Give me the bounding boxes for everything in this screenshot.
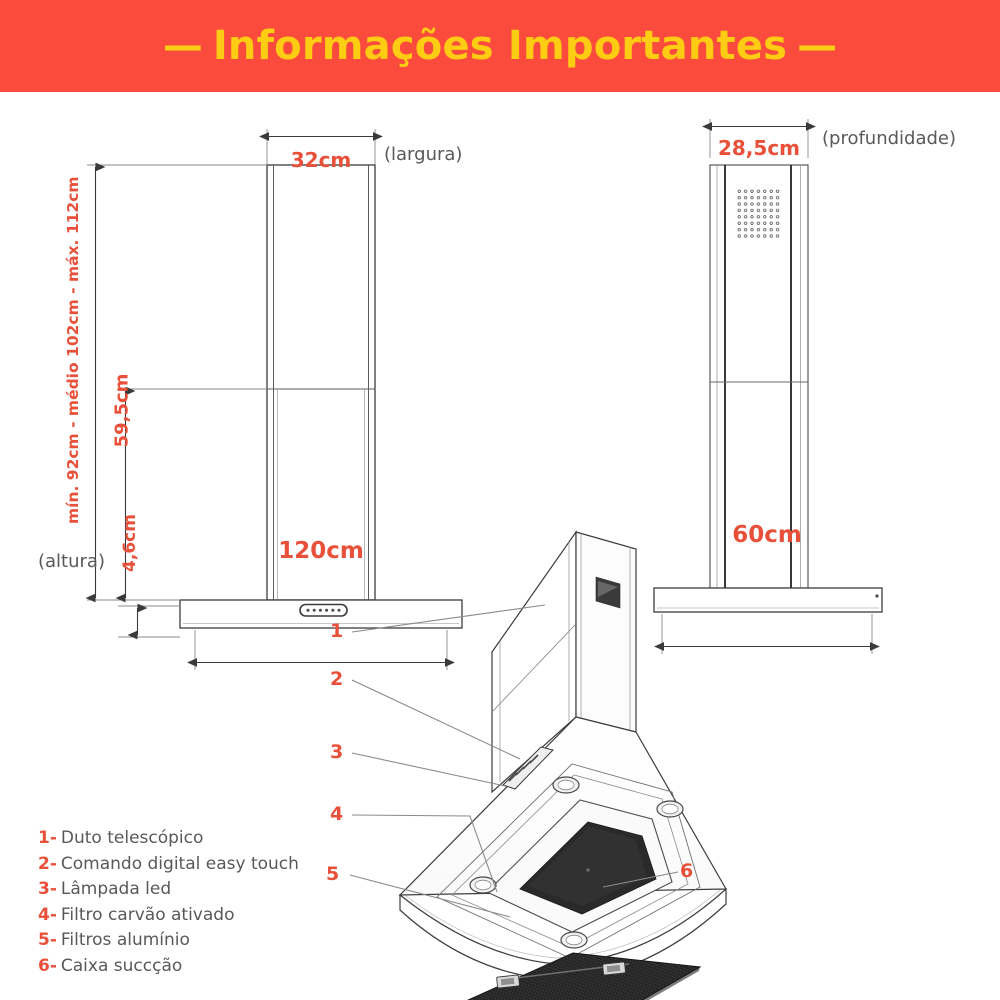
- legend-number-4: 4-: [38, 904, 57, 925]
- leader-5: [349, 874, 511, 918]
- side-hood-base: [653, 587, 883, 613]
- leader-2: [351, 679, 521, 760]
- legend-item-5: 5- Filtros alumínio: [38, 930, 368, 956]
- legend-label-1: Duto telescópico: [60, 828, 204, 848]
- legend-item-4: 4- Filtro carvão ativado: [38, 905, 368, 931]
- dimension-altura-base: [118, 603, 180, 640]
- vent-grid: [736, 187, 782, 239]
- leader-3: [351, 752, 506, 787]
- legend-item-3: 3- Lâmpada led: [38, 879, 368, 905]
- technical-drawing: [0, 92, 1000, 1000]
- banner-dash-right: —: [797, 23, 838, 69]
- legend-number-1: 1-: [38, 828, 57, 848]
- legend-label-5: Filtros alumínio: [60, 930, 190, 950]
- dimension-altura-duto: [115, 386, 267, 603]
- dimension-largura-base: [654, 614, 880, 654]
- dimension-comprimento: [187, 630, 455, 670]
- front-chimney: [266, 164, 376, 601]
- dimension-largura: [259, 129, 383, 165]
- leader-1: [351, 604, 546, 633]
- led-lamps: [469, 776, 684, 949]
- side-chimney: [709, 164, 809, 589]
- dimension-profundidade: [702, 119, 816, 158]
- control-panel: [299, 603, 348, 617]
- legend-number-6: 6-: [38, 955, 57, 976]
- dimension-altura-total: [85, 162, 267, 603]
- legend-item-2: 2- Comando digital easy touch: [38, 854, 368, 880]
- aluminium-filters: [466, 952, 702, 1000]
- side-view-drawing: [653, 119, 883, 654]
- perspective-control-strip: [502, 746, 554, 790]
- legend-item-1: 1- Duto telescópico: [38, 828, 368, 854]
- legend-number-2: 2-: [38, 853, 57, 874]
- legend-label-3: Lâmpada led: [60, 879, 172, 899]
- suction-box: [519, 821, 657, 915]
- legend-list: 1- Duto telescópico 2- Comando digital e…: [38, 828, 368, 981]
- front-view-drawing: [85, 129, 463, 670]
- banner-dash-left: —: [162, 23, 203, 69]
- legend-label-6: Caixa succção: [60, 955, 183, 976]
- perspective-view-drawing: [349, 530, 728, 1000]
- leader-4: [351, 814, 498, 893]
- perspective-canopy: [398, 716, 728, 981]
- legend-label-4: Filtro carvão ativado: [60, 904, 235, 925]
- legend-label-2: Comando digital easy touch: [60, 853, 299, 874]
- page-title: Informações Importantes: [212, 23, 788, 69]
- header-banner: — Informações Importantes —: [0, 0, 1000, 92]
- legend-number-3: 3-: [38, 879, 57, 899]
- leader-6: [602, 871, 679, 888]
- legend-number-5: 5-: [38, 930, 57, 950]
- callout-leaders: [349, 604, 679, 918]
- legend-item-6: 6- Caixa succção: [38, 956, 368, 982]
